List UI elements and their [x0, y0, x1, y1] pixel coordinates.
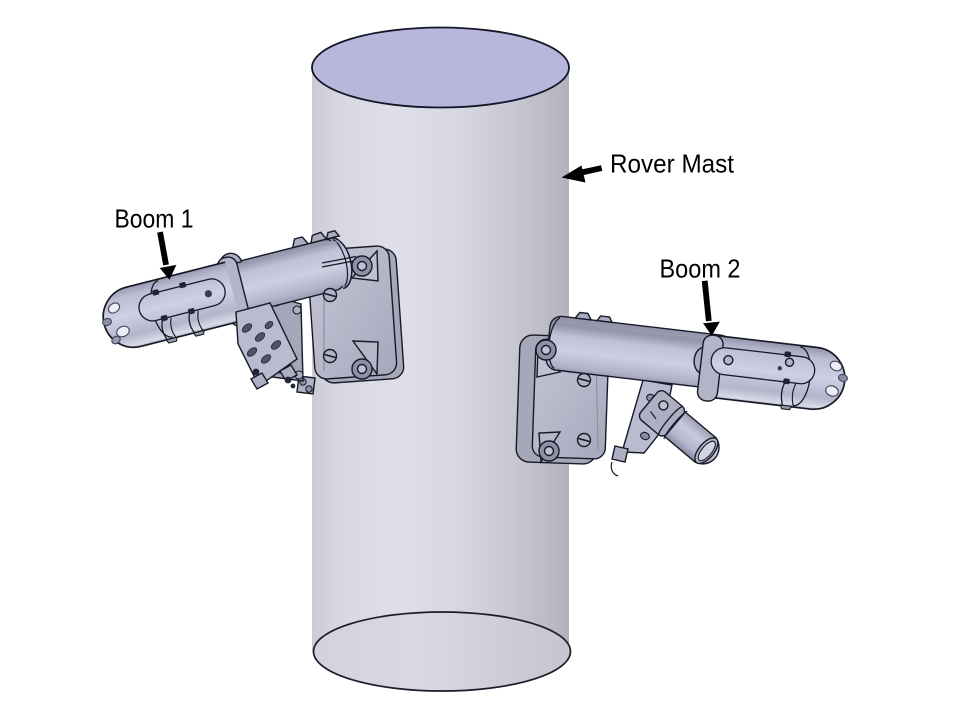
svg-text:Boom 1: Boom 1: [115, 203, 194, 233]
svg-text:Boom 2: Boom 2: [660, 253, 741, 283]
svg-text:Rover Mast: Rover Mast: [610, 149, 735, 179]
